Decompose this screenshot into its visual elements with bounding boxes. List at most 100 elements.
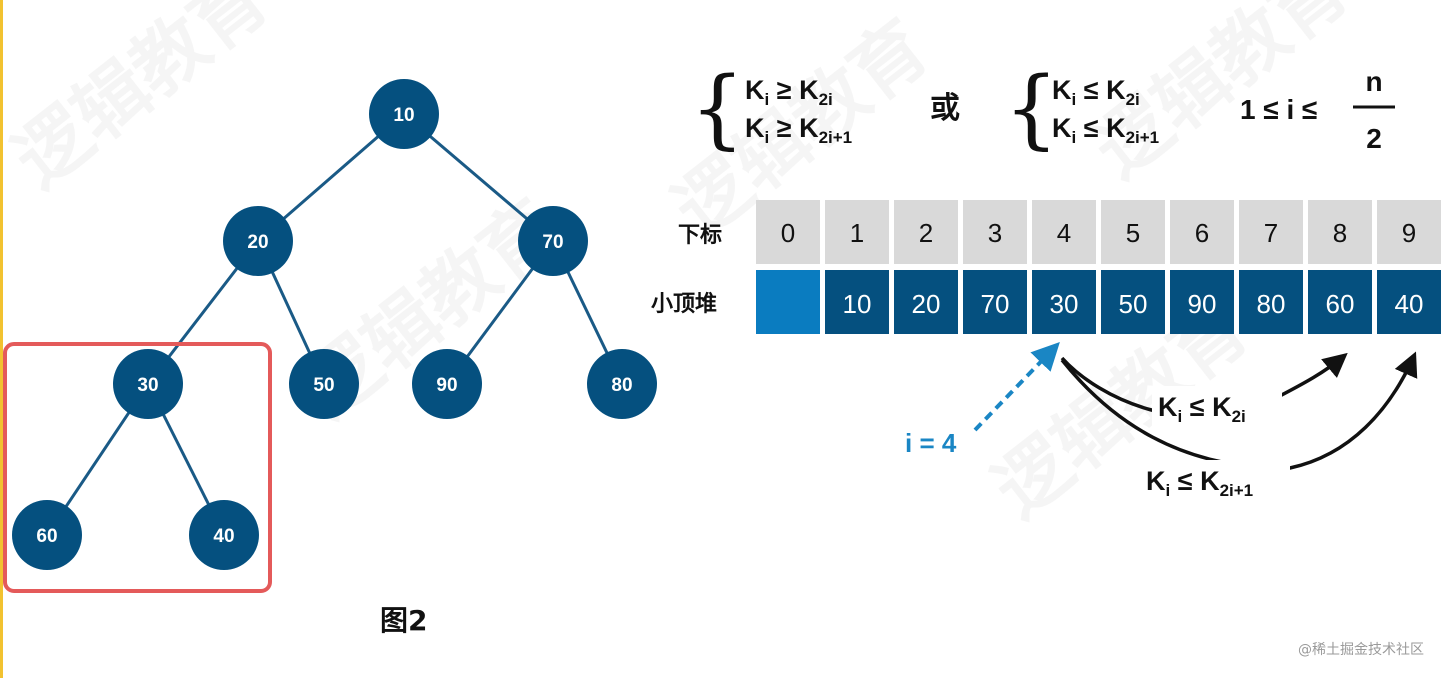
value-cell-label: 10 bbox=[843, 289, 872, 319]
value-cell-2 bbox=[894, 270, 958, 334]
tree-node-label: 60 bbox=[36, 526, 57, 547]
value-cell-label: 30 bbox=[1050, 289, 1079, 319]
tree-node-label: 50 bbox=[313, 375, 334, 396]
index-cell-4 bbox=[1032, 200, 1096, 264]
formula-left-2-k: K bbox=[745, 113, 765, 143]
arrow-label-1-i: i bbox=[1178, 407, 1183, 426]
value-row-label: 小顶堆 bbox=[651, 292, 717, 317]
index-cell-8 bbox=[1308, 200, 1372, 264]
value-cell-label: 20 bbox=[912, 289, 941, 319]
index-cell-label: 7 bbox=[1264, 218, 1278, 248]
value-cell-1 bbox=[825, 270, 889, 334]
index-cell-1 bbox=[825, 200, 889, 264]
tree-node-80: 80 bbox=[587, 349, 657, 419]
tree-node-90: 90 bbox=[412, 349, 482, 419]
formula-left-line-1: Ki ≥ K2i bbox=[745, 75, 833, 109]
formula-left-1-sub: 2i bbox=[819, 90, 833, 109]
arrow-label-1-op: ≤ bbox=[1182, 392, 1212, 422]
left-brace: { bbox=[690, 59, 745, 159]
index-cell-2 bbox=[894, 200, 958, 264]
formula-right-1-op: ≤ bbox=[1076, 75, 1106, 105]
tree-node-label: 70 bbox=[542, 232, 563, 253]
tree-node-label: 40 bbox=[213, 526, 234, 547]
tree-node-50: 50 bbox=[289, 349, 359, 419]
formula-right-2-op: ≤ bbox=[1076, 113, 1106, 143]
value-cell-label: 80 bbox=[1257, 289, 1286, 319]
arrow-label-1-k2: K bbox=[1212, 392, 1232, 422]
formula-right-1-k2: K bbox=[1106, 75, 1126, 105]
tree-node-70: 70 bbox=[518, 206, 588, 276]
i-label: i = 4 bbox=[905, 428, 957, 458]
value-cell-9 bbox=[1377, 270, 1441, 334]
arrow-label-2-k2: K bbox=[1200, 466, 1220, 496]
tree-nodes: 10 20 70 30 50 90 80 60 40 bbox=[12, 79, 657, 570]
index-cell-7 bbox=[1239, 200, 1303, 264]
formula-left-2-i: i bbox=[765, 128, 770, 147]
index-cell-label: 4 bbox=[1057, 218, 1071, 248]
index-cell-label: 0 bbox=[781, 218, 795, 248]
formula-left-2-sub: 2i+1 bbox=[819, 128, 853, 147]
arrow-label-1-bg bbox=[1152, 386, 1282, 426]
index-cell-5 bbox=[1101, 200, 1165, 264]
index-cell-0 bbox=[756, 200, 820, 264]
value-cell-3 bbox=[963, 270, 1027, 334]
value-cell-0 bbox=[756, 270, 820, 334]
figure-caption: 图2 bbox=[380, 604, 427, 637]
site-watermark: @稀土掘金技术社区 bbox=[1298, 642, 1424, 658]
arrow-label-2-sub: 2i+1 bbox=[1220, 481, 1254, 500]
formula-or-word: 或 bbox=[930, 92, 960, 125]
tree-node-label: 30 bbox=[137, 375, 158, 396]
annotations: i = 4 Ki ≤ K2i Ki ≤ K2i+1 bbox=[905, 341, 1418, 500]
index-cell-label: 3 bbox=[988, 218, 1002, 248]
subtree-highlight-box bbox=[3, 342, 272, 593]
formula-right-line-1: Ki ≤ K2i bbox=[1052, 75, 1140, 109]
formula-left-1-k2: K bbox=[799, 75, 819, 105]
arrow-label-2-op: ≤ bbox=[1170, 466, 1200, 496]
formula-right-2-k2: K bbox=[1106, 113, 1126, 143]
tree-edges bbox=[45, 112, 624, 536]
left-accent-border bbox=[0, 0, 3, 678]
index-cell-9 bbox=[1377, 200, 1441, 264]
formula-left-2-op: ≥ bbox=[769, 113, 799, 143]
formula-numerator: n bbox=[1365, 66, 1382, 97]
formula-left-line-2: Ki ≥ K2i+1 bbox=[745, 113, 852, 147]
tree-node-20: 20 bbox=[223, 206, 293, 276]
value-cell-label: 90 bbox=[1188, 289, 1217, 319]
value-cell-4 bbox=[1032, 270, 1096, 334]
tree-node-circle bbox=[369, 79, 439, 149]
value-cell-label: 50 bbox=[1119, 289, 1148, 319]
tree-node-60: 60 bbox=[12, 500, 82, 570]
index-cell-label: 6 bbox=[1195, 218, 1209, 248]
tree-node-40: 40 bbox=[189, 500, 259, 570]
formula-right-1-k: K bbox=[1052, 75, 1072, 105]
index-cell-label: 9 bbox=[1402, 218, 1416, 248]
formula-left-1-k: K bbox=[745, 75, 765, 105]
index-cell-label: 5 bbox=[1126, 218, 1140, 248]
tree-node-circle bbox=[12, 500, 82, 570]
index-cell-label: 8 bbox=[1333, 218, 1347, 248]
arrow-label-1-sub: 2i bbox=[1232, 407, 1246, 426]
value-cell-label: 70 bbox=[981, 289, 1010, 319]
tree-node-label: 90 bbox=[436, 375, 457, 396]
tree-node-circle bbox=[518, 206, 588, 276]
value-cell-label: 40 bbox=[1395, 289, 1424, 319]
tree-node-circle bbox=[412, 349, 482, 419]
tree-node-circle bbox=[113, 349, 183, 419]
index-cell-label: 1 bbox=[850, 218, 864, 248]
tree-node-label: 10 bbox=[393, 105, 414, 126]
index-cell-label: 2 bbox=[919, 218, 933, 248]
index-cell-6 bbox=[1170, 200, 1234, 264]
tree-node-30: 30 bbox=[113, 349, 183, 419]
value-cell-5 bbox=[1101, 270, 1165, 334]
arrow-label-1: Ki ≤ K2i bbox=[1158, 392, 1246, 426]
arrow-label-2-k: K bbox=[1146, 466, 1166, 496]
right-brace: { bbox=[1004, 59, 1059, 159]
formula-right-2-k: K bbox=[1052, 113, 1072, 143]
arrow-label-2-i: i bbox=[1166, 481, 1171, 500]
formula-left-2-k2: K bbox=[799, 113, 819, 143]
formula-denominator: 2 bbox=[1366, 123, 1382, 154]
tree-node-label: 20 bbox=[247, 232, 268, 253]
tree-node-10: 10 bbox=[369, 79, 439, 149]
i-pointer-dashed-arrow bbox=[973, 341, 1060, 432]
